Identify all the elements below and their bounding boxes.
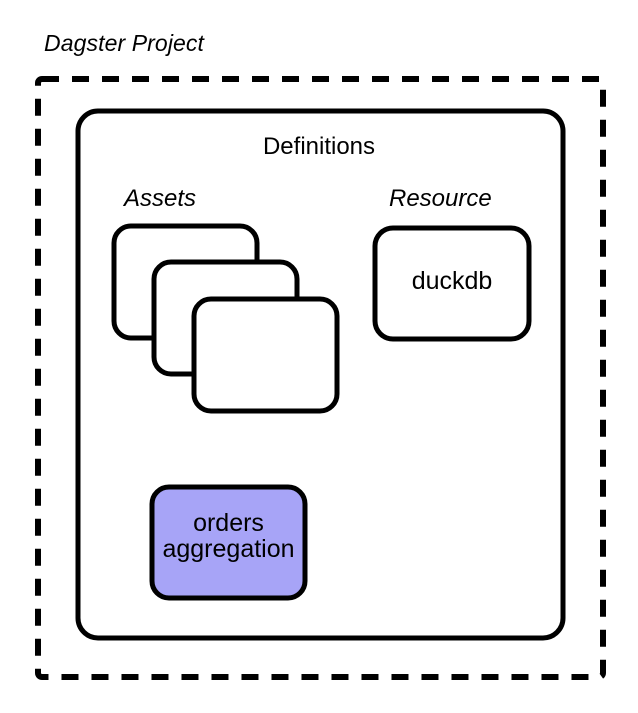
definitions-title: Definitions <box>262 133 376 160</box>
orders-label-line-1: orders <box>193 509 264 537</box>
resource-group-label: Resource <box>389 185 492 212</box>
asset-box-3[interactable] <box>191 296 340 414</box>
orders-label-line-2: aggregation <box>162 535 295 563</box>
project-title: Dagster Project <box>44 30 205 56</box>
project-container <box>35 76 606 680</box>
assets-group-label: Assets <box>124 185 197 212</box>
duckdb-node-label: duckdb <box>411 267 493 295</box>
duckdb-node[interactable] <box>372 225 532 342</box>
orders-aggregation-node[interactable] <box>149 484 308 601</box>
